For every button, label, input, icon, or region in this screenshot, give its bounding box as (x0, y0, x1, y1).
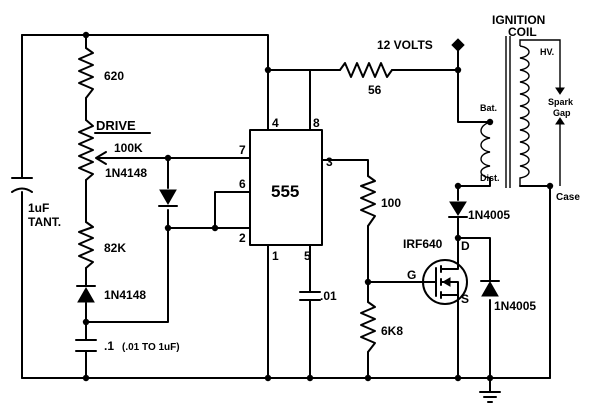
capacitor-tantalum-type: TANT. (28, 215, 61, 229)
diode-1n4005-series-label: 1N4005 (468, 208, 510, 222)
junction-dots (82, 31, 554, 382)
diode-1n4005-series (448, 201, 468, 218)
diode-1n4148-lower-label: 1N4148 (104, 288, 146, 302)
supply-label: 12 VOLTS (377, 38, 433, 52)
capacitor-timing (75, 339, 97, 352)
potentiometer-100k (78, 119, 94, 181)
supply-terminal-icon (451, 38, 465, 52)
coil-bat-label: Bat. (480, 103, 497, 113)
resistor-82k-label: 82K (104, 241, 126, 255)
capacitor-control (299, 291, 321, 301)
spark-gap-label-line1: Spark (548, 97, 574, 107)
mosfet-label: IRF640 (403, 237, 443, 251)
pin-6-label: 6 (239, 177, 246, 191)
pin-8-label: 8 (313, 116, 320, 130)
pot-wiper-arrow-icon (95, 151, 119, 165)
diode-1n4005-flyback (480, 280, 500, 297)
mosfet-drain-label: D (461, 239, 470, 253)
resistor-6k8-label: 6K8 (381, 324, 403, 338)
capacitor-timing-label: .1 (104, 339, 114, 353)
pin-1-label: 1 (272, 249, 279, 263)
coil-dist-label: Dist. (480, 173, 500, 183)
potentiometer-label: 100K (114, 141, 143, 155)
coil-case-label: Case (556, 192, 580, 203)
pin-5-label: 5 (304, 249, 311, 263)
ignition-coil (480, 36, 561, 188)
coil-hv-label: HV. (540, 47, 554, 57)
resistor-56-label: 56 (368, 83, 382, 97)
mosfet-source-label: S (461, 292, 469, 306)
resistor-56 (339, 62, 393, 78)
pin-2-label: 2 (239, 231, 246, 245)
pin-3-label: 3 (326, 155, 333, 169)
resistor-82k (78, 221, 94, 269)
resistor-100 (360, 175, 376, 227)
resistor-620 (78, 47, 94, 99)
capacitor-tantalum-value: 1uF (28, 201, 49, 215)
resistor-620-label: 620 (104, 69, 124, 83)
diode-1n4005-flyback-label: 1N4005 (494, 299, 536, 313)
diode-1n4148-upper (158, 189, 178, 207)
coil-title-line1: IGNITION (492, 13, 545, 27)
coil-title-line2: COIL (508, 25, 537, 39)
capacitor-tantalum (11, 177, 33, 193)
spark-gap-icon (555, 87, 565, 125)
resistor-100-label: 100 (381, 196, 401, 210)
pin-7-label: 7 (239, 143, 246, 157)
resistor-6k8 (360, 301, 376, 353)
capacitor-timing-range-label: (.01 TO 1uF) (122, 342, 180, 353)
capacitor-control-label: .01 (320, 289, 337, 303)
spark-gap-label-line2: Gap (553, 108, 571, 118)
ic-555-label: 555 (271, 182, 299, 201)
mosfet-gate-label: G (407, 268, 416, 282)
mosfet-irf640 (422, 259, 468, 305)
diode-1n4148-lower (76, 285, 96, 303)
drive-label: DRIVE (96, 118, 136, 133)
ic-555 (249, 129, 323, 246)
pin-4-label: 4 (272, 116, 279, 130)
diode-1n4148-upper-label: 1N4148 (105, 166, 147, 180)
